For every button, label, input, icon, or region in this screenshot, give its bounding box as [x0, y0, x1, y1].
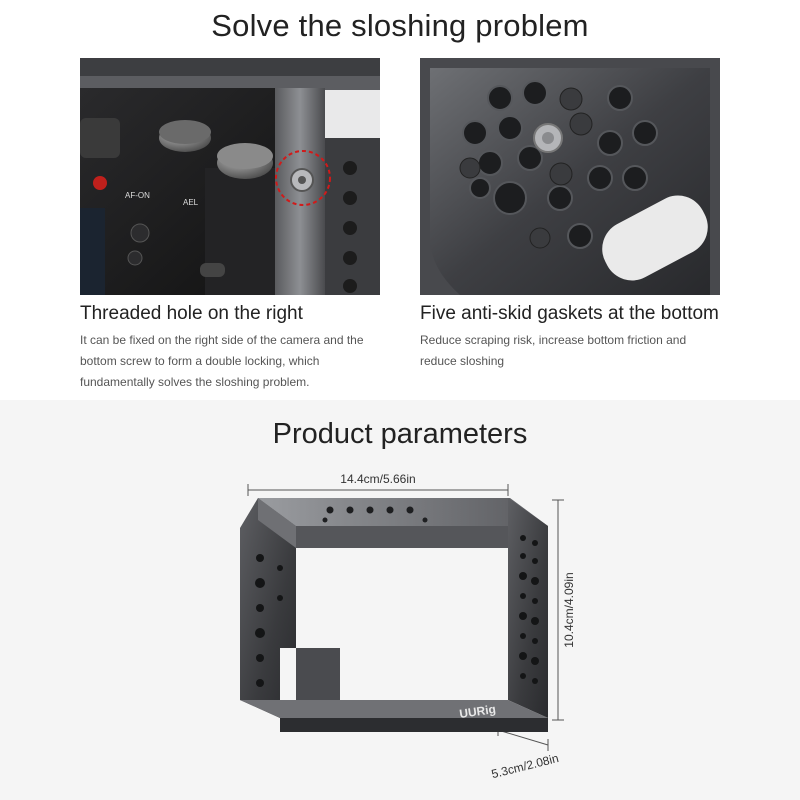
width-dimension: 14.4cm/5.66in	[340, 472, 415, 486]
brand-logo: UURig	[458, 702, 496, 721]
depth-dimension: 5.3cm/2.08in	[490, 751, 560, 781]
page-title: Solve the sloshing problem	[211, 8, 589, 43]
feature-section: Solve the sloshing problem	[80, 8, 720, 389]
camera-closeup-photo: AF-ON AEL	[80, 58, 380, 295]
feature-title-threaded-hole: Threaded hole on the right	[80, 303, 303, 324]
baseplate-closeup-photo	[420, 58, 720, 295]
parameters-title: Product parameters	[272, 418, 528, 450]
feature-title-gaskets: Five anti-skid gaskets at the bottom	[420, 303, 719, 324]
feature-desc-threaded-hole: It can be fixed on the right side of the…	[80, 333, 364, 389]
ael-label: AEL	[183, 198, 199, 207]
cage-product-image: 14.4cm/5.66in 10.4cm/4.09in 5.3cm/2.08in	[230, 468, 600, 788]
af-on-label: AF-ON	[125, 191, 150, 200]
feature-desc-gaskets: Reduce scraping risk, increase bottom fr…	[420, 333, 687, 368]
highlight-circle	[275, 150, 331, 206]
parameters-section	[0, 400, 800, 800]
height-dimension: 10.4cm/4.09in	[562, 572, 576, 647]
